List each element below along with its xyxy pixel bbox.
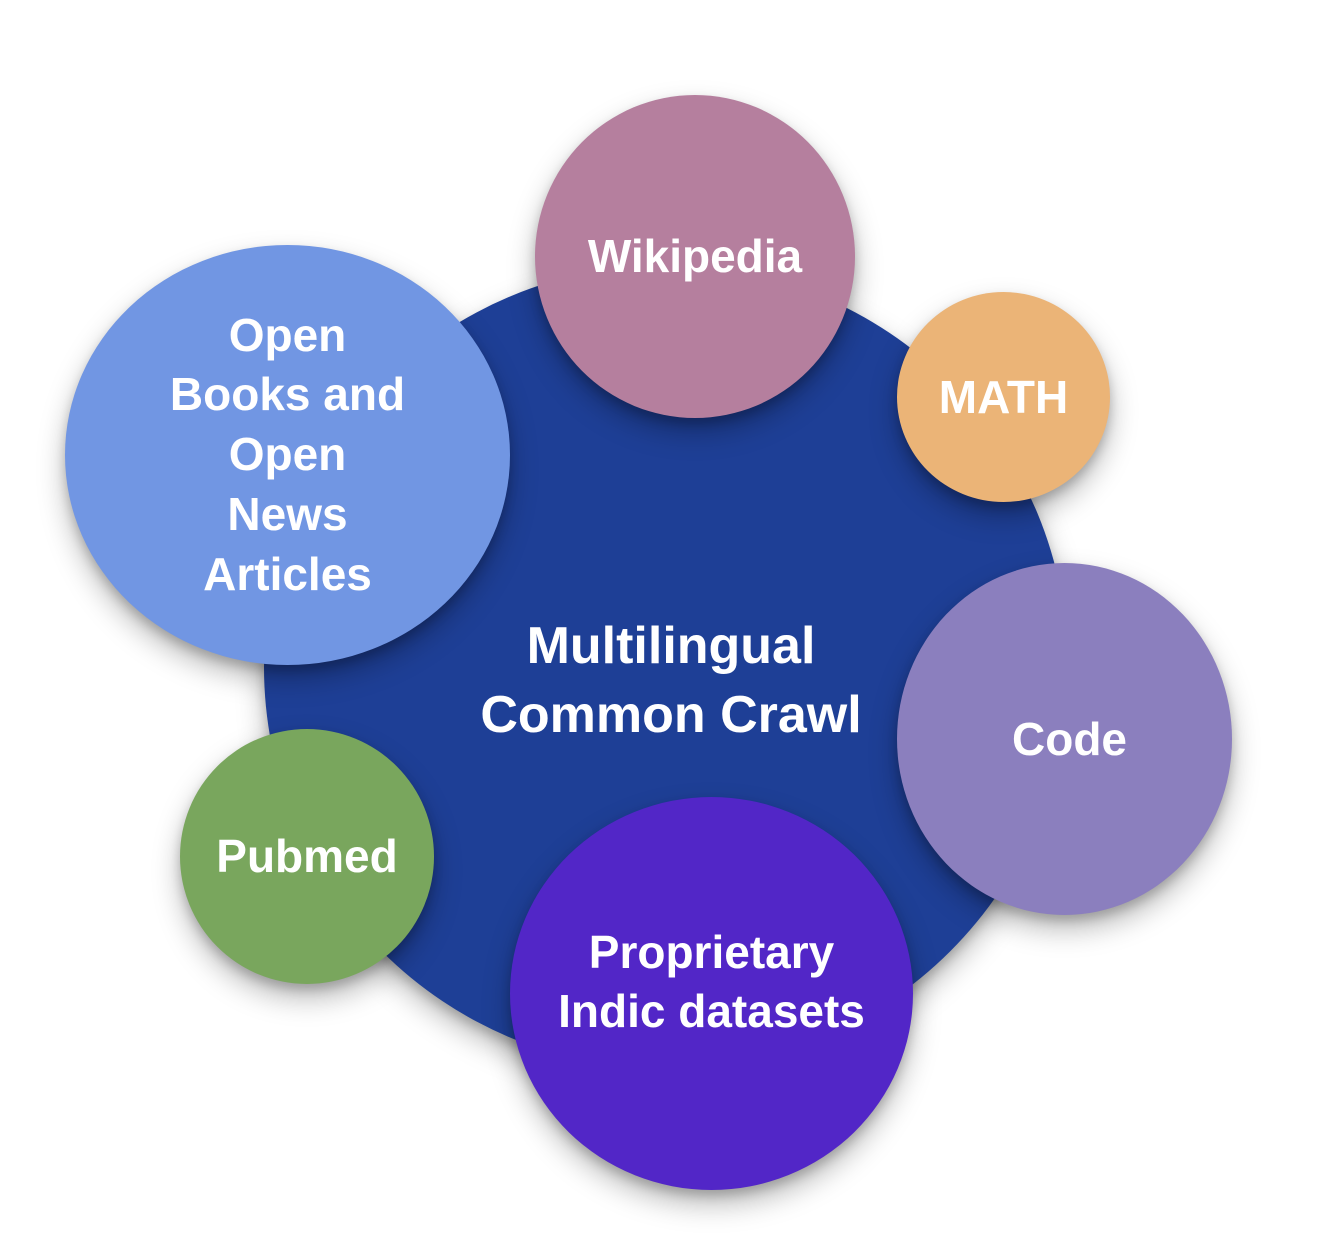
circle-pubmed: Pubmed xyxy=(180,729,434,984)
circle-proprietary-indic-datasets: Proprietary Indic datasets xyxy=(510,797,913,1190)
circle-math-label: MATH xyxy=(938,370,1069,423)
circle-math: MATH xyxy=(897,292,1110,502)
circle-open-books-news: Open Books and Open News Articles xyxy=(65,245,510,665)
circle-wikipedia-label: Wikipedia xyxy=(587,230,803,283)
circle-proprietary-indic-datasets-label: Proprietary Indic datasets xyxy=(558,925,865,1037)
circle-code: Code xyxy=(897,563,1232,915)
circle-code-label: Code xyxy=(1012,712,1127,765)
center-circle-label: Multilingual Common Crawl xyxy=(480,617,862,744)
circle-open-books-news-label: Open Books and Open News Articles xyxy=(169,308,406,600)
circle-wikipedia: Wikipedia xyxy=(535,95,855,418)
circle-pubmed-label: Pubmed xyxy=(216,830,398,883)
